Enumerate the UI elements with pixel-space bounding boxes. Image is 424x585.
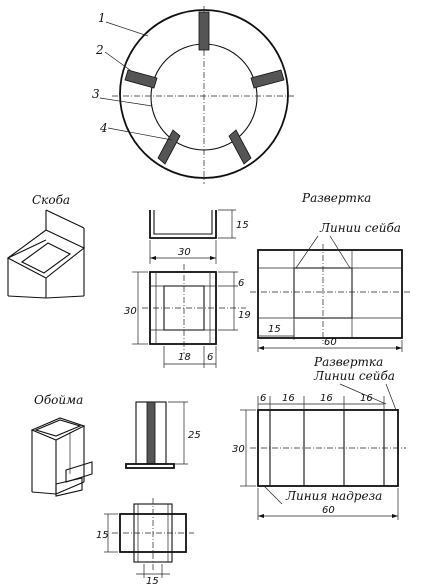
- ring-assembly: 1 2 3 4: [92, 6, 296, 184]
- front-view: 30 6 19 18 6: [124, 264, 251, 368]
- bracket-lower-right: [228, 129, 252, 165]
- dim-skoba-width: 30: [178, 247, 191, 258]
- bracket-top: [198, 11, 210, 51]
- dim-razv2-height: 30: [232, 444, 245, 455]
- callout-1: 1: [98, 11, 106, 25]
- dim-razv2-c: 16: [320, 393, 333, 404]
- callout-2: 2: [95, 43, 104, 57]
- bracket-upper-right: [250, 69, 285, 89]
- caption-liniya-nadreza: Линия надреза: [285, 489, 382, 503]
- dim-skoba-height: 15: [236, 220, 249, 231]
- bracket-lower-left: [157, 129, 181, 165]
- dim-front-height-inner: 19: [238, 310, 251, 321]
- caption-razvertka-top: Развертка: [301, 191, 371, 205]
- dim-razv2-b: 16: [282, 393, 295, 404]
- dim-razv2-a: 6: [260, 393, 266, 404]
- caption-linii-seiba-top: Линии сейба: [319, 221, 401, 235]
- razvertka-bottom: 6 16 16 16 30 60 Линия надреза: [232, 383, 406, 520]
- razvertka-top: 15 60: [250, 235, 410, 352]
- caption-skoba: Скоба: [32, 193, 70, 207]
- obojma-plan-view: 15 15: [96, 498, 194, 585]
- dim-obojma-height: 25: [188, 430, 201, 441]
- dim-front-height-total: 30: [124, 306, 137, 317]
- skoba-side-view: 30 15: [149, 209, 249, 264]
- callout-3: 3: [92, 87, 100, 101]
- callout-4: 4: [99, 121, 108, 135]
- bracket-upper-left: [124, 69, 158, 89]
- dim-front-gap: 6: [207, 352, 213, 363]
- caption-obojma: Обойма: [34, 393, 83, 407]
- obojma-side-view: 25: [125, 401, 201, 469]
- dim-razv1-left: 15: [268, 324, 281, 335]
- dim-obojma-plan-width: 15: [146, 576, 159, 585]
- dim-front-width: 18: [178, 352, 191, 363]
- dim-razv1-length: 60: [324, 337, 337, 348]
- obojma-isometric: [30, 417, 93, 497]
- skoba-isometric: [6, 209, 86, 299]
- dim-obojma-width: 15: [96, 530, 109, 541]
- dim-razv2-d: 16: [360, 393, 373, 404]
- caption-razvertka-bottom: Развертка: [313, 355, 383, 369]
- caption-linii-seiba-bottom: Линии сейба: [313, 369, 395, 383]
- dim-front-height-top: 6: [238, 278, 244, 289]
- dim-razv2-length: 60: [322, 505, 335, 516]
